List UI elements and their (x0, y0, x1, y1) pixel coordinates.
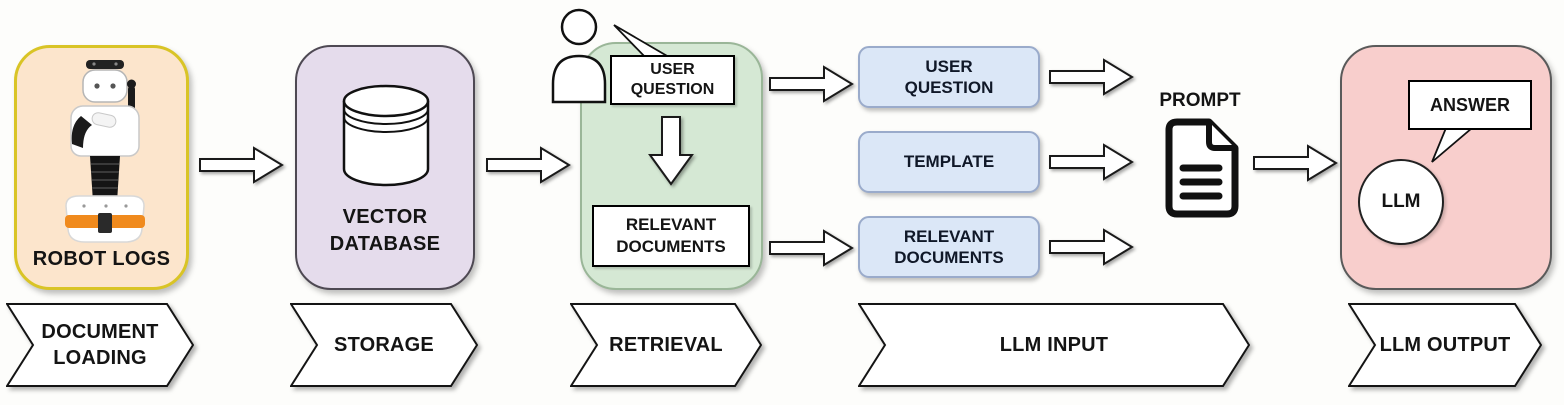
stage-banner-document-loading-label: DOCUMENT LOADING (41, 321, 159, 369)
stage-banner-llm-input: LLM INPUT (858, 303, 1250, 387)
robot-logs-label: ROBOT LOGS (32, 248, 171, 270)
answer-callout-tail (1431, 127, 1475, 163)
arrow-question-to-documents (648, 116, 694, 186)
database-cylinder-icon (342, 84, 430, 187)
relevant-documents-label: RELEVANT DOCUMENTS (616, 214, 726, 256)
stage-banner-llm-output: LLM OUTPUT (1348, 303, 1542, 387)
llm-input-relevant-documents-box: RELEVANT DOCUMENTS (858, 216, 1040, 278)
arrow-robot-to-database (199, 146, 284, 184)
prompt-document-icon (1165, 118, 1239, 218)
user-question-callout: USER QUESTION (610, 55, 735, 105)
arrow-template-to-prompt (1049, 143, 1134, 181)
stage-banner-retrieval-label: RETRIEVAL (609, 334, 723, 356)
relevant-documents-box: RELEVANT DOCUMENTS (592, 205, 750, 267)
user-question-callout-label: USER QUESTION (630, 61, 715, 98)
llm-input-template-box: TEMPLATE (858, 131, 1040, 193)
person-icon (551, 8, 607, 104)
robot-logs-panel: ROBOT LOGS (14, 45, 189, 290)
arrow-relevant-documents-to-prompt (1049, 228, 1134, 266)
llm-input-user-question-box: USER QUESTION (858, 46, 1040, 108)
stage-banner-document-loading: DOCUMENT LOADING (6, 303, 194, 387)
arrow-retrieval-to-relevant-documents (769, 229, 854, 267)
stage-banner-retrieval: RETRIEVAL (570, 303, 762, 387)
vector-database-panel: VECTOR DATABASE (295, 45, 475, 290)
llm-label: LLM (1381, 191, 1421, 212)
prompt-label: PROMPT (1159, 90, 1241, 111)
arrow-prompt-to-llm (1253, 144, 1338, 182)
stage-banner-llm-output-label: LLM OUTPUT (1379, 334, 1511, 356)
stage-banner-storage: STORAGE (290, 303, 478, 387)
llm-circle: LLM (1358, 159, 1444, 245)
stage-banner-llm-input-label: LLM INPUT (999, 334, 1109, 356)
vector-database-label: VECTOR DATABASE (329, 206, 441, 255)
arrow-user-question-to-prompt (1049, 58, 1134, 96)
stage-banner-storage-label: STORAGE (334, 334, 434, 356)
llm-input-template-label: TEMPLATE (903, 152, 995, 172)
arrow-database-to-retrieval (486, 146, 571, 184)
llm-input-relevant-documents-label: RELEVANT DOCUMENTS (894, 226, 1004, 267)
llm-input-user-question-label: USER QUESTION (904, 56, 994, 97)
arrow-retrieval-to-user-question (769, 65, 854, 103)
answer-label: ANSWER (1430, 94, 1510, 115)
robot-icon (65, 60, 145, 243)
answer-callout: ANSWER (1408, 80, 1532, 130)
